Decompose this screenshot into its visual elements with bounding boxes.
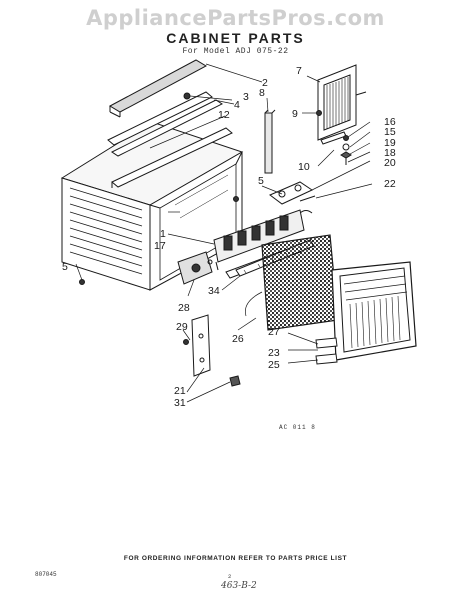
vertical-strip <box>264 109 276 174</box>
callout-8: 8 <box>259 87 265 99</box>
callout-4: 4 <box>234 99 240 111</box>
page-number: 2 <box>228 573 232 580</box>
callout-5-lower: 5 <box>62 261 68 273</box>
callout-25: 25 <box>268 359 280 371</box>
callout-9: 9 <box>292 108 298 120</box>
callout-21: 21 <box>174 385 186 397</box>
callout-1: 1 <box>160 228 166 240</box>
callout-20: 20 <box>384 157 396 169</box>
diagram-title: CABINET PARTS <box>166 30 305 46</box>
callout-22: 22 <box>384 178 396 190</box>
callout-18: 18 <box>384 147 396 159</box>
callout-19: 19 <box>384 137 396 149</box>
callout-3: 3 <box>243 91 249 103</box>
callout-26: 26 <box>232 333 244 345</box>
leader-lines <box>75 63 373 403</box>
control-bracket <box>233 181 316 214</box>
top-rail-assembly <box>107 59 233 188</box>
filter-pad <box>245 234 339 331</box>
callout-15: 15 <box>384 126 396 138</box>
mounting-bracket <box>183 314 241 387</box>
front-grille <box>315 261 417 365</box>
callout-27: 27 <box>268 326 280 338</box>
cabinet-screw <box>79 279 85 285</box>
callout-16: 16 <box>384 116 396 128</box>
side-grille-frame <box>316 64 367 145</box>
callout-29: 29 <box>176 321 188 333</box>
watermark-text: AppliancePartsPros.com <box>86 6 385 30</box>
callout-2: 2 <box>262 77 268 89</box>
handwritten-note: 463-B-2 <box>221 581 257 591</box>
ordering-footer-note: FOR ORDERING INFORMATION REFER TO PARTS … <box>123 555 348 562</box>
callout-28: 28 <box>178 302 190 314</box>
callout-23: 23 <box>268 347 280 359</box>
callout-5-upper: 5 <box>258 175 264 187</box>
callout-labels: 7 2 8 3 4 12 9 16 15 19 18 10 20 5 22 1 … <box>62 65 396 409</box>
callout-31: 31 <box>174 397 186 409</box>
control-hardware <box>340 135 352 165</box>
callout-12: 12 <box>218 109 230 121</box>
callout-10: 10 <box>298 161 310 173</box>
callout-34: 34 <box>208 285 220 297</box>
switch-module <box>177 251 213 285</box>
catalog-code: 807045 <box>35 571 57 578</box>
callout-17: 17 <box>154 240 166 252</box>
drawing-code: AC 011 8 <box>279 424 316 431</box>
callout-7: 7 <box>296 65 302 77</box>
model-subtitle: For Model ADJ 075-22 <box>182 47 289 56</box>
